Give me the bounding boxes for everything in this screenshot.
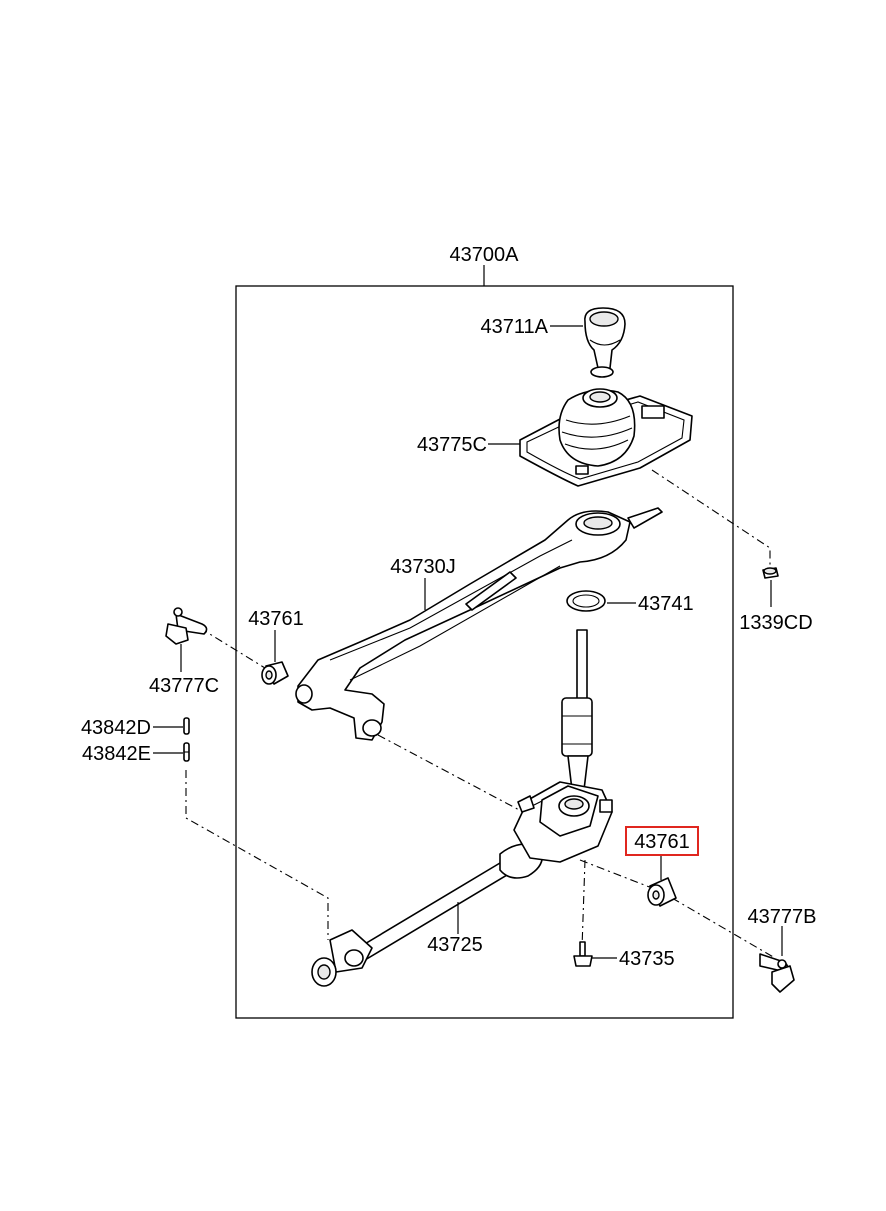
bushing-left[interactable] <box>261 661 289 685</box>
shift-lever[interactable] <box>295 507 663 741</box>
label-screw-small: 1339CD <box>739 612 812 634</box>
label-pin-e: 43842E <box>82 743 151 765</box>
label-lever: 43730J <box>390 556 456 578</box>
pin-e[interactable] <box>183 742 190 762</box>
label-rod: 43725 <box>427 934 483 956</box>
clip-right[interactable] <box>759 953 795 993</box>
assembly-label: 43700A <box>450 244 520 266</box>
clip-left[interactable] <box>165 607 208 645</box>
ring[interactable] <box>566 590 606 612</box>
shift-rod[interactable] <box>311 843 544 987</box>
shift-base[interactable] <box>513 629 613 863</box>
assembly-lines <box>185 469 776 959</box>
label-knob: 43711A <box>481 316 549 338</box>
pin-d[interactable] <box>183 717 190 735</box>
label-bushing-right: 43761 <box>634 831 690 853</box>
highlight-box <box>625 826 699 856</box>
label-bushing-left: 43761 <box>248 608 304 630</box>
label-clip-right: 43777B <box>748 906 817 928</box>
screw-small[interactable] <box>762 567 779 579</box>
label-pin-d: 43842D <box>81 717 151 739</box>
label-clip-left: 43777C <box>149 675 219 697</box>
boot-housing[interactable] <box>519 388 693 487</box>
label-housing: 43775C <box>417 434 487 456</box>
bolt[interactable] <box>573 941 593 967</box>
bushing-right[interactable] <box>647 877 677 907</box>
assembly-frame <box>235 285 734 1019</box>
label-bolt: 43735 <box>619 948 675 970</box>
shift-knob[interactable] <box>584 307 626 378</box>
label-ring: 43741 <box>638 593 694 615</box>
